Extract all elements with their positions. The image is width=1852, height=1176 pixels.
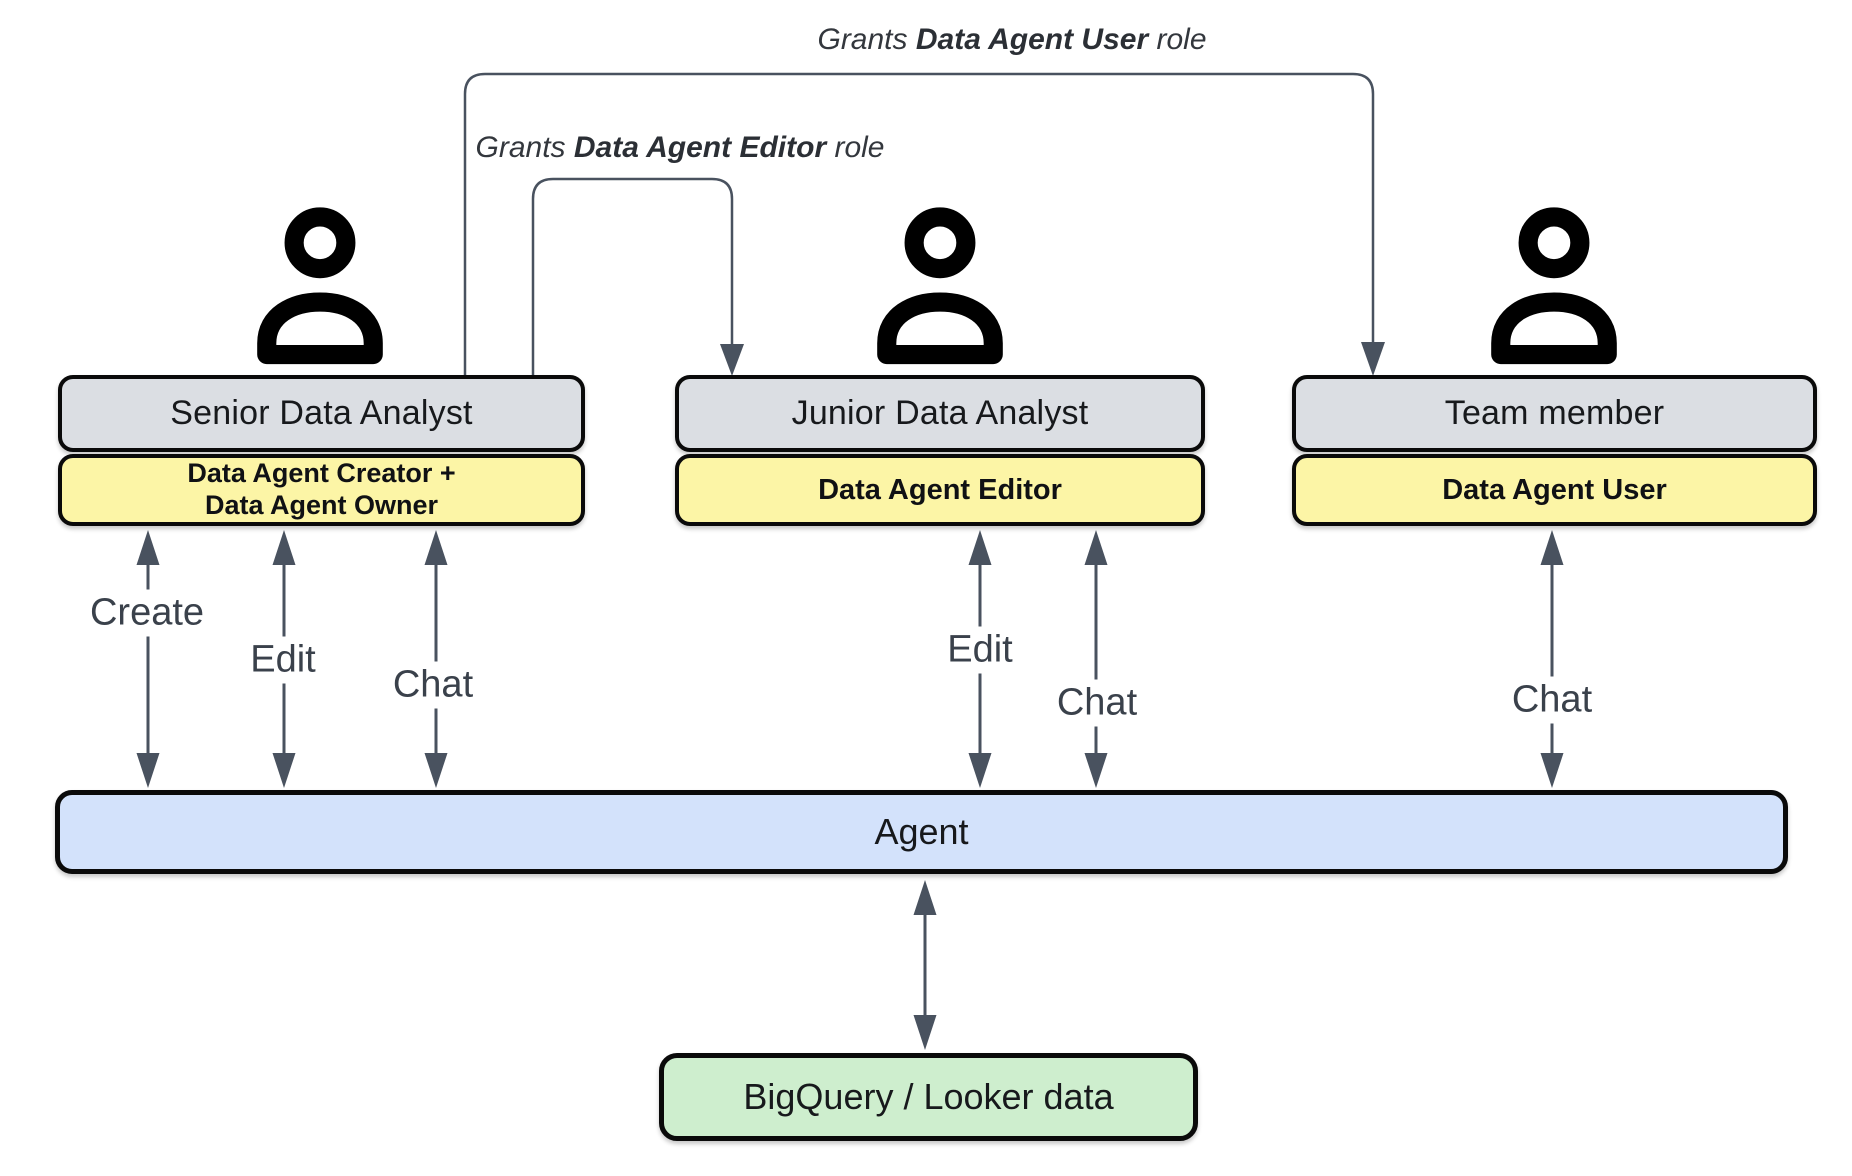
grant-user-role-name: Data Agent User xyxy=(915,23,1149,56)
role-badge-senior-line1: Data Agent Creator + xyxy=(187,458,456,489)
agent-bar: Agent xyxy=(55,790,1788,874)
grant-user-connector xyxy=(463,72,1385,377)
role-badge-team-line1: Data Agent User xyxy=(1442,473,1667,506)
action-label-edit-junior: Edit xyxy=(940,626,1020,674)
create-arrow xyxy=(136,530,160,788)
role-badge-junior-line1: Data Agent Editor xyxy=(818,473,1062,506)
chat-arrow-senior xyxy=(424,530,448,788)
agent-bar-label: Agent xyxy=(874,811,969,852)
role-badge-senior: Data Agent Creator + Data Agent Owner xyxy=(58,454,585,526)
agent-data-arrow xyxy=(913,880,937,1050)
persona-title-junior-label: Junior Data Analyst xyxy=(791,394,1089,432)
datasource-box: BigQuery / Looker data xyxy=(659,1053,1198,1141)
grant-editor-prefix: Grants xyxy=(475,131,566,164)
grant-user-suffix: role xyxy=(1156,23,1207,56)
persona-title-team-label: Team member xyxy=(1444,394,1665,432)
action-label-chat-senior: Chat xyxy=(385,661,481,709)
persona-title-junior: Junior Data Analyst xyxy=(675,375,1205,452)
role-badge-junior: Data Agent Editor xyxy=(675,454,1205,526)
grant-editor-label: Grants Data Agent Editor role xyxy=(476,131,885,165)
role-badge-senior-line2: Data Agent Owner xyxy=(204,490,439,520)
action-label-edit-senior: Edit xyxy=(243,636,323,684)
persona-title-team: Team member xyxy=(1292,375,1817,452)
action-label-chat-junior: Chat xyxy=(1049,679,1145,727)
grant-user-label: Grants Data Agent User role xyxy=(817,23,1206,57)
grant-editor-suffix: role xyxy=(834,131,885,164)
grant-user-prefix: Grants xyxy=(817,23,908,56)
persona-title-senior: Senior Data Analyst xyxy=(58,375,585,452)
action-label-chat-team: Chat xyxy=(1504,676,1600,724)
chat-arrow-junior xyxy=(1084,530,1108,788)
grant-editor-role-name: Data Agent Editor xyxy=(573,131,827,164)
chat-arrow-team xyxy=(1540,530,1564,788)
person-icon xyxy=(877,207,1003,365)
person-icon xyxy=(257,207,383,365)
persona-title-senior-label: Senior Data Analyst xyxy=(170,394,473,432)
datasource-box-label: BigQuery / Looker data xyxy=(743,1076,1114,1117)
person-icon xyxy=(1491,207,1617,365)
grant-editor-connector xyxy=(531,177,744,377)
action-label-create: Create xyxy=(82,589,212,637)
role-badge-team: Data Agent User xyxy=(1292,454,1817,526)
